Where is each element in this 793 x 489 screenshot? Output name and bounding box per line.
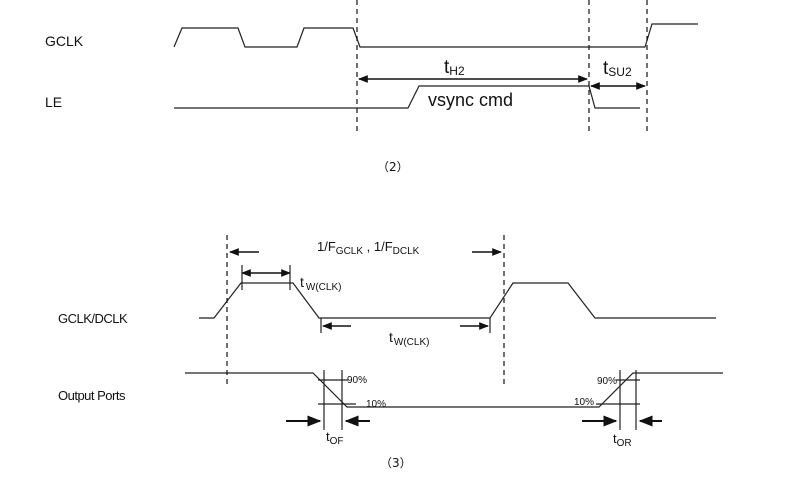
vsync-cmd-label: vsync cmd — [428, 90, 513, 110]
clk-label: GCLK/DCLK — [58, 311, 128, 326]
caption-2: （2） — [377, 160, 409, 174]
gclk-label: GCLK — [45, 33, 84, 49]
le-waveform — [174, 85, 640, 109]
caption-3: （3） — [380, 456, 412, 470]
tw-low-label: tW(CLK) — [389, 329, 429, 348]
th2-label: tH2 — [444, 57, 465, 78]
pct10-fall: 10% — [366, 399, 386, 410]
diagram-2: GCLK LE tH2 tSU2 vsync cmd （2） — [45, 0, 698, 174]
le-label: LE — [45, 94, 62, 110]
diagram-3: GCLK/DCLK Output Ports 1/FGCLK , 1/FDCLK… — [58, 235, 723, 470]
gclk-waveform — [173, 23, 698, 48]
tof-label: tOF — [326, 429, 344, 447]
period-label: 1/FGCLK , 1/FDCLK — [317, 239, 420, 257]
pct10-rise: 10% — [574, 397, 594, 408]
pct90-fall: 90% — [347, 375, 367, 386]
pct90-rise: 90% — [597, 376, 617, 387]
output-waveform — [185, 372, 723, 408]
clk-waveform — [199, 282, 716, 319]
tsu2-label: tSU2 — [603, 58, 632, 79]
output-ports-label: Output Ports — [58, 388, 126, 403]
tor-label: tOR — [613, 431, 632, 449]
